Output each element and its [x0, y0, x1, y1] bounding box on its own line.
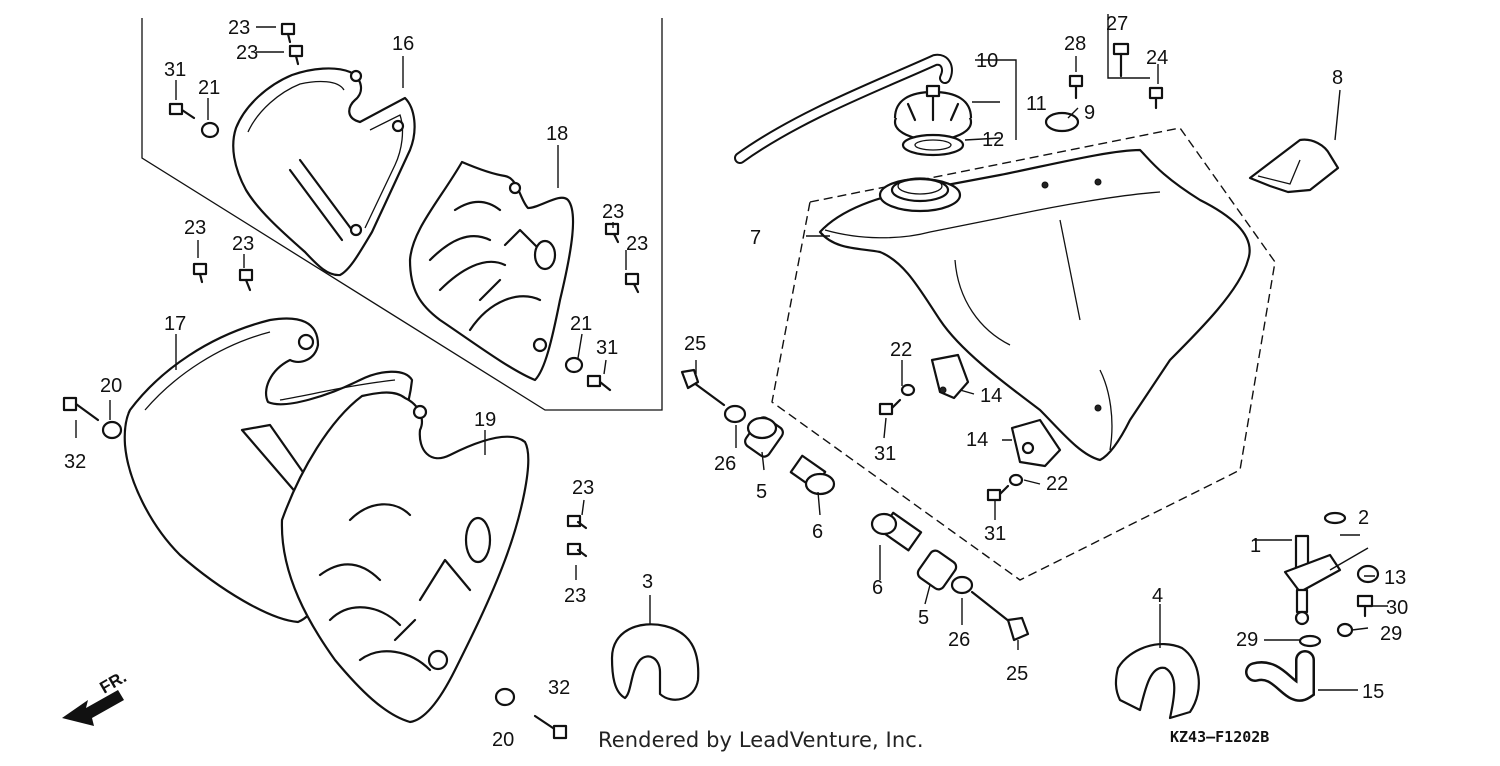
callout-30: 30 — [1386, 597, 1408, 619]
callout-15: 15 — [1362, 681, 1384, 703]
callout-29: 29 — [1236, 629, 1258, 651]
callout-26: 26 — [948, 629, 970, 651]
callout-24: 24 — [1146, 47, 1168, 69]
clamp-4[interactable] — [1114, 643, 1200, 720]
callout-11: 11 — [1026, 93, 1047, 115]
washer-26-upper[interactable] — [723, 404, 747, 424]
diagram-code: KZ43–F1202B — [1170, 728, 1270, 746]
shroud-graphic-19[interactable] — [280, 391, 530, 724]
callout-29: 29 — [1380, 623, 1402, 645]
bolts-31-21-32-20[interactable] — [62, 102, 1024, 740]
callout-23: 23 — [228, 17, 250, 39]
callout-27: 27 — [1106, 13, 1128, 35]
clamp-3[interactable] — [610, 623, 700, 701]
callout-31: 31 — [164, 59, 186, 81]
shroud-group-frame — [141, 18, 663, 411]
callout-7: 7 — [750, 227, 761, 249]
callout-17: 17 — [164, 313, 186, 335]
front-direction-arrow-icon: FR. — [62, 667, 130, 726]
bolt-25-lower[interactable] — [970, 590, 1030, 642]
callout-23: 23 — [572, 477, 594, 499]
callout-26: 26 — [714, 453, 736, 475]
callout-3: 3 — [642, 571, 653, 593]
callout-25: 25 — [1006, 663, 1028, 685]
callout-18: 18 — [546, 123, 568, 145]
callout-16: 16 — [392, 33, 414, 55]
fuel-tank-7[interactable] — [818, 148, 1251, 462]
bolt-25-upper[interactable] — [680, 368, 726, 407]
callout-21: 21 — [570, 313, 592, 335]
bolts-23[interactable] — [192, 22, 640, 558]
callout-23: 23 — [602, 201, 624, 223]
collar-6-upper[interactable] — [789, 454, 836, 496]
callout-14: 14 — [966, 429, 988, 451]
callout-1: 1 — [1250, 535, 1261, 557]
callout-5: 5 — [756, 481, 767, 503]
callout-23: 23 — [564, 585, 586, 607]
rubber-5-upper[interactable] — [743, 415, 785, 459]
callout-28: 28 — [1064, 33, 1086, 55]
fuel-cap-11[interactable] — [893, 84, 973, 142]
callout-2: 2 — [1358, 507, 1369, 529]
collar-6-lower[interactable] — [870, 511, 923, 552]
callout-numbers: 23 23 16 31 21 18 23 23 23 23 17 21 31 2… — [64, 13, 1408, 751]
callout-19: 19 — [474, 409, 496, 431]
tank-mount-14-lower[interactable] — [1010, 418, 1062, 468]
callout-12: 12 — [982, 129, 1004, 151]
tank-group-frame — [771, 127, 1276, 581]
callout-4: 4 — [1152, 585, 1163, 607]
callout-10: 10 — [976, 50, 998, 72]
shroud-graphic-18[interactable] — [408, 160, 575, 382]
callout-14: 14 — [980, 385, 1002, 407]
callout-5: 5 — [918, 607, 929, 629]
callout-31: 31 — [874, 443, 896, 465]
callout-6: 6 — [812, 521, 823, 543]
breather-hose-10[interactable] — [734, 53, 953, 164]
washer-26-lower[interactable] — [950, 575, 974, 595]
rendered-by-credit: Rendered by LeadVenture, Inc. — [598, 728, 924, 752]
callout-23: 23 — [184, 217, 206, 239]
callout-21: 21 — [198, 77, 220, 99]
callout-20: 20 — [492, 729, 514, 751]
cap-gasket-12[interactable] — [901, 133, 965, 157]
callout-22: 22 — [1046, 473, 1068, 495]
callout-32: 32 — [64, 451, 86, 473]
callout-25: 25 — [684, 333, 706, 355]
tank-bracket-8[interactable] — [1248, 138, 1340, 194]
fuel-valve-1[interactable] — [1283, 534, 1369, 626]
rubber-5-lower[interactable] — [916, 548, 959, 591]
callout-6: 6 — [872, 577, 883, 599]
tank-mount-14-upper[interactable] — [930, 353, 970, 400]
callout-23: 23 — [236, 42, 258, 64]
callout-9: 9 — [1084, 102, 1095, 124]
tank-cushion-9[interactable] — [1044, 111, 1080, 133]
leader-lines — [75, 14, 1388, 691]
callout-13: 13 — [1384, 567, 1406, 589]
callout-22: 22 — [890, 339, 912, 361]
callout-8: 8 — [1332, 67, 1343, 89]
fuel-hose-15[interactable] — [1245, 650, 1315, 702]
shroud-upper-left-16[interactable] — [232, 67, 416, 277]
callout-31: 31 — [984, 523, 1006, 545]
callout-32: 32 — [548, 677, 570, 699]
callout-20: 20 — [100, 375, 122, 397]
small-parts-tank[interactable] — [1068, 42, 1380, 648]
callout-31: 31 — [596, 337, 618, 359]
front-label: FR. — [97, 667, 130, 697]
callout-23: 23 — [232, 233, 254, 255]
callout-23: 23 — [626, 233, 648, 255]
